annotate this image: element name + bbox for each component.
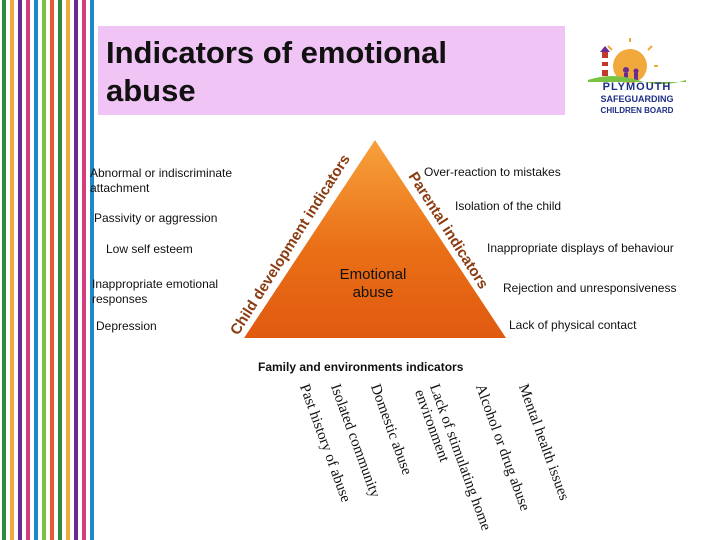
decorative-stripe — [34, 0, 38, 540]
plymouth-safeguarding-logo: PLYMOUTH SAFEGUARDING CHILDREN BOARD — [582, 38, 692, 124]
decorative-stripe — [10, 0, 14, 540]
parental-indicator-item: Inappropriate displays of behaviour — [487, 241, 674, 255]
child-indicator-item: Low self esteem — [106, 242, 193, 256]
decorative-stripe — [18, 0, 22, 540]
child-indicator-item: Depression — [96, 319, 157, 333]
logo-emblem-icon — [588, 38, 686, 84]
parental-indicator-item: Over-reaction to mistakes — [424, 165, 561, 179]
title-banner: Indicators of emotional abuse — [98, 26, 565, 115]
logo-text-line2: SAFEGUARDING — [600, 94, 674, 104]
parental-indicator-item: Isolation of the child — [455, 199, 562, 213]
page-title: Indicators of emotional abuse — [106, 35, 448, 108]
parental-indicator-item: Lack of physical contact — [509, 318, 637, 332]
decorative-stripe — [58, 0, 62, 540]
decorative-stripe — [66, 0, 70, 540]
decorative-stripe — [26, 0, 30, 540]
decorative-stripes — [0, 0, 105, 540]
child-indicator-item: Abnormal or indiscriminate attachment — [90, 166, 233, 195]
decorative-stripe — [82, 0, 86, 540]
decorative-stripe — [90, 0, 94, 540]
decorative-stripe — [50, 0, 54, 540]
triangle-center-label: Emotional abuse — [339, 266, 407, 301]
child-indicator-item: Passivity or aggression — [94, 211, 218, 225]
parental-indicator-item: Rejection and unresponsiveness — [503, 281, 677, 295]
child-indicator-item: Inappropriate emotional responses — [92, 277, 219, 306]
logo-text-line3: CHILDREN BOARD — [600, 106, 674, 115]
family-indicators-title: Family and environments indicators — [258, 360, 464, 374]
decorative-stripe — [74, 0, 78, 540]
decorative-stripe — [2, 0, 6, 540]
decorative-stripe — [42, 0, 46, 540]
logo-text-line1: PLYMOUTH — [602, 81, 672, 93]
triangle-shape — [244, 140, 506, 338]
